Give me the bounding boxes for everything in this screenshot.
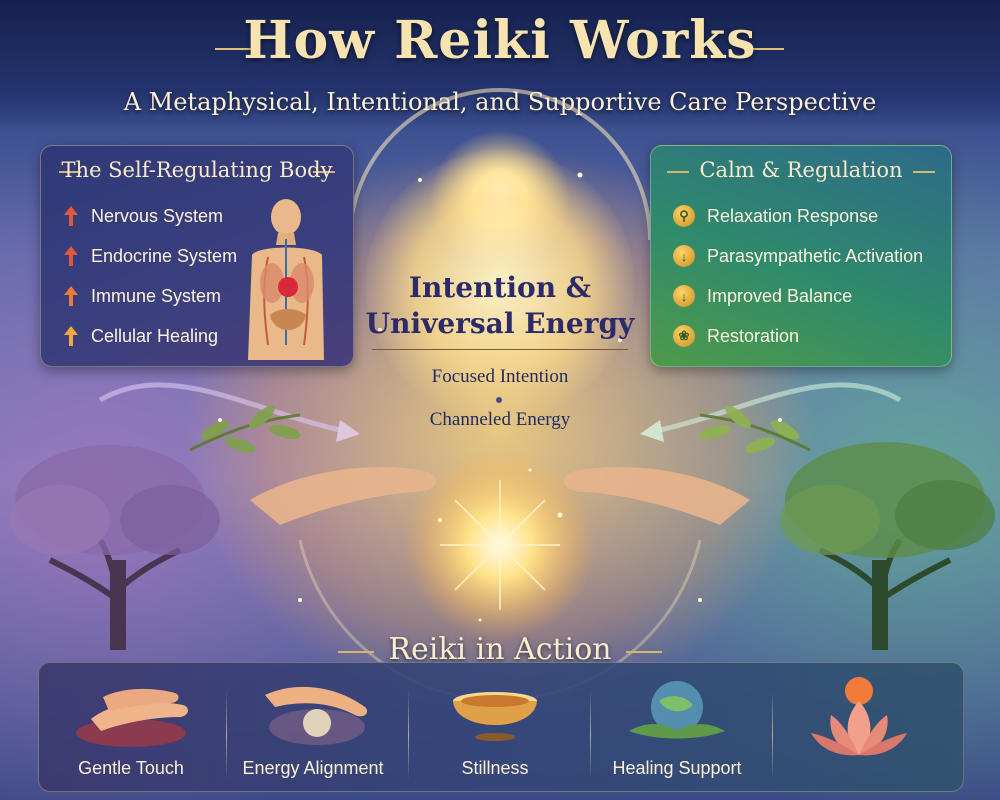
title-rule-left (215, 48, 251, 50)
tree-left (10, 445, 220, 650)
center-title-line2: Universal Energy (365, 307, 635, 340)
action-item-healing-support: Healing Support (589, 671, 765, 783)
action-divider (772, 690, 773, 780)
action-divider (226, 690, 227, 780)
title-rule-right (748, 48, 784, 50)
center-subtitle-intention: Focused Intention (431, 366, 569, 387)
flow-arrowhead-left (336, 420, 360, 442)
center-subtitle-energy: Channeled Energy (429, 409, 571, 430)
list-item-label: Nervous System (91, 205, 224, 226)
panel-title: The Self-Regulating Body (61, 158, 333, 182)
action-divider (590, 690, 591, 780)
reiki-in-action-title: Reiki in Action (388, 632, 612, 667)
action-divider (408, 690, 409, 780)
list-item: Nervous System (63, 202, 223, 230)
action-label: Stillness (461, 758, 529, 778)
bowl-icon (453, 692, 537, 741)
center-separator-dot (496, 397, 502, 403)
action-label: Healing Support (612, 758, 742, 778)
arrow-up-icon (64, 326, 78, 346)
bottom-title-rule-left (338, 651, 374, 653)
list-item: ↓ Improved Balance (673, 282, 852, 310)
list-item-label: Endocrine System (91, 245, 238, 266)
center-glow (365, 150, 635, 420)
human-body-illustration (248, 199, 324, 360)
panel-title-rule (667, 171, 689, 173)
panel-title-rule (913, 171, 935, 173)
calm-regulation-panel: Calm & Regulation ⚲ Relaxation Response … (650, 145, 952, 367)
arrow-down-icon: ↓ (673, 285, 695, 307)
header-band (0, 0, 1000, 130)
page-subtitle: A Metaphysical, Intentional, and Support… (123, 88, 877, 116)
page-title: How Reiki Works (243, 10, 757, 71)
list-item: ↓ Parasympathetic Activation (673, 242, 923, 270)
bottom-title-rule-right (626, 651, 662, 653)
action-label: Gentle Touch (78, 758, 184, 778)
center-title: Intention & Universal Energy (360, 270, 640, 342)
list-item-label: Immune System (91, 285, 222, 306)
list-item: Cellular Healing (63, 322, 218, 350)
hands-icon (76, 688, 188, 747)
list-item-label: Parasympathetic Activation (707, 245, 924, 266)
list-item: Endocrine System (63, 242, 237, 270)
light-rays (440, 480, 560, 610)
action-item-gentle-touch: Gentle Touch (43, 671, 219, 783)
action-item-energy-alignment: Energy Alignment (225, 671, 401, 783)
tree-right (780, 442, 995, 650)
flow-arrow-left (98, 382, 341, 433)
right-hand (563, 467, 750, 525)
hand-icon (265, 686, 368, 745)
list-item-label: Cellular Healing (91, 325, 219, 346)
arc-top (348, 88, 652, 241)
arrow-down-icon: ↓ (673, 245, 695, 267)
list-item: ❀ Restoration (673, 322, 799, 350)
reiki-in-action-bar: Gentle Touch Energy Alignment Stillness … (38, 662, 964, 792)
olive-branch-right (699, 405, 811, 453)
panel-title-rule (313, 171, 335, 173)
key-icon: ⚲ (673, 205, 695, 227)
flow-arrowhead-right (640, 420, 664, 442)
flow-arrow-right (659, 382, 902, 433)
list-item-label: Restoration (707, 325, 800, 346)
list-item-label: Improved Balance (707, 285, 853, 306)
list-item-label: Relaxation Response (707, 205, 879, 226)
arrow-up-icon (64, 206, 78, 226)
globe-icon (629, 681, 725, 739)
center-title-line1: Intention & (408, 271, 592, 304)
action-label: Energy Alignment (242, 758, 384, 778)
leaf-icon: ❀ (673, 325, 695, 347)
left-hand (250, 467, 437, 525)
olive-branch-left (189, 405, 301, 453)
arrow-up-icon (64, 286, 78, 306)
action-item-stillness: Stillness (407, 671, 583, 783)
list-item: ⚲ Relaxation Response (673, 202, 878, 230)
arrow-up-icon (64, 246, 78, 266)
list-item: Immune System (63, 282, 221, 310)
lotus-icon (811, 677, 907, 756)
action-item-lotus (771, 671, 947, 783)
panel-title-rule (59, 171, 81, 173)
panel-title: Calm & Regulation (699, 158, 903, 182)
center-divider (372, 349, 628, 350)
